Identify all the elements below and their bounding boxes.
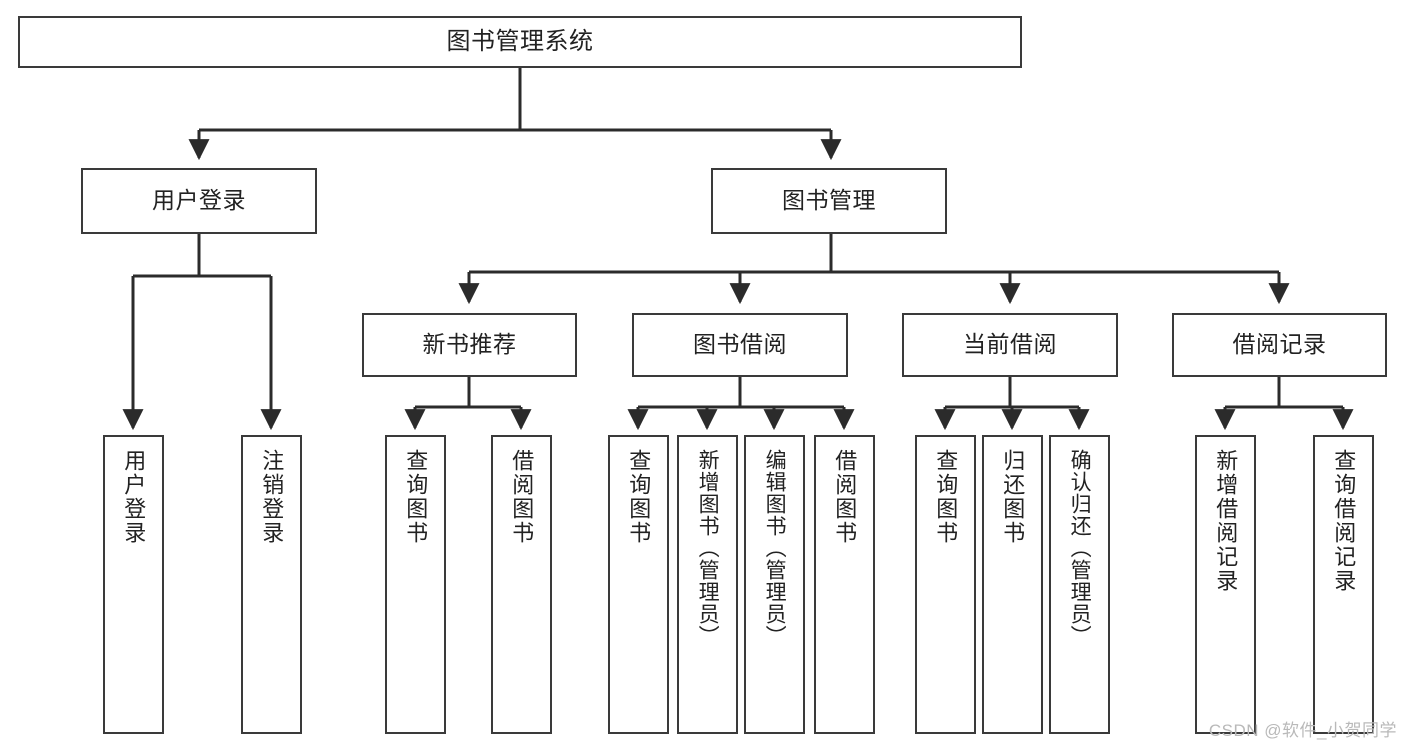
node-leaf-query-book-2-label: 查询图书	[626, 449, 652, 545]
node-leaf-query-book-1-label: 查询图书	[403, 449, 429, 545]
node-leaf-query-book-3-label: 查询图书	[933, 449, 959, 545]
node-leaf-query-borrow-record[interactable]: 查询借阅记录	[1313, 435, 1374, 734]
node-leaf-query-book-1[interactable]: 查询图书	[385, 435, 446, 734]
node-current-borrow[interactable]: 当前借阅	[902, 313, 1118, 377]
node-leaf-query-book-2[interactable]: 查询图书	[608, 435, 669, 734]
node-leaf-add-borrow-record[interactable]: 新增借阅记录	[1195, 435, 1256, 734]
node-user-login[interactable]: 用户登录	[81, 168, 317, 234]
node-leaf-query-book-3[interactable]: 查询图书	[915, 435, 976, 734]
node-leaf-query-borrow-record-label: 查询借阅记录	[1331, 449, 1357, 593]
node-book-manage[interactable]: 图书管理	[711, 168, 947, 234]
node-leaf-logout-login-label: 注销登录	[259, 449, 285, 545]
node-leaf-add-borrow-record-label: 新增借阅记录	[1213, 449, 1239, 593]
node-leaf-logout-login[interactable]: 注销登录	[241, 435, 302, 734]
node-leaf-borrow-book-1-label: 借阅图书	[509, 449, 535, 545]
node-leaf-confirm-return-admin-label: 确认归还（管理员）	[1068, 449, 1092, 647]
node-leaf-borrow-book-1[interactable]: 借阅图书	[491, 435, 552, 734]
node-book-manage-label: 图书管理	[782, 187, 876, 214]
node-leaf-borrow-book-2[interactable]: 借阅图书	[814, 435, 875, 734]
node-borrow-record[interactable]: 借阅记录	[1172, 313, 1387, 377]
node-current-borrow-label: 当前借阅	[963, 331, 1057, 358]
node-leaf-return-book-label: 归还图书	[1000, 449, 1026, 545]
node-leaf-borrow-book-2-label: 借阅图书	[832, 449, 858, 545]
node-leaf-edit-book-admin[interactable]: 编辑图书（管理员）	[744, 435, 805, 734]
node-book-borrow[interactable]: 图书借阅	[632, 313, 848, 377]
node-root[interactable]: 图书管理系统	[18, 16, 1022, 68]
node-leaf-add-book-admin[interactable]: 新增图书（管理员）	[677, 435, 738, 734]
node-leaf-user-login-label: 用户登录	[121, 449, 147, 545]
node-new-book-recommend[interactable]: 新书推荐	[362, 313, 577, 377]
node-user-login-label: 用户登录	[152, 187, 246, 214]
node-leaf-return-book[interactable]: 归还图书	[982, 435, 1043, 734]
node-borrow-record-label: 借阅记录	[1232, 331, 1327, 358]
node-leaf-add-book-admin-label: 新增图书（管理员）	[696, 449, 720, 647]
node-leaf-edit-book-admin-label: 编辑图书（管理员）	[763, 449, 787, 647]
node-leaf-user-login[interactable]: 用户登录	[103, 435, 164, 734]
node-root-label: 图书管理系统	[446, 27, 594, 55]
node-new-book-recommend-label: 新书推荐	[422, 331, 517, 358]
node-book-borrow-label: 图书借阅	[693, 331, 787, 358]
node-leaf-confirm-return-admin[interactable]: 确认归还（管理员）	[1049, 435, 1110, 734]
